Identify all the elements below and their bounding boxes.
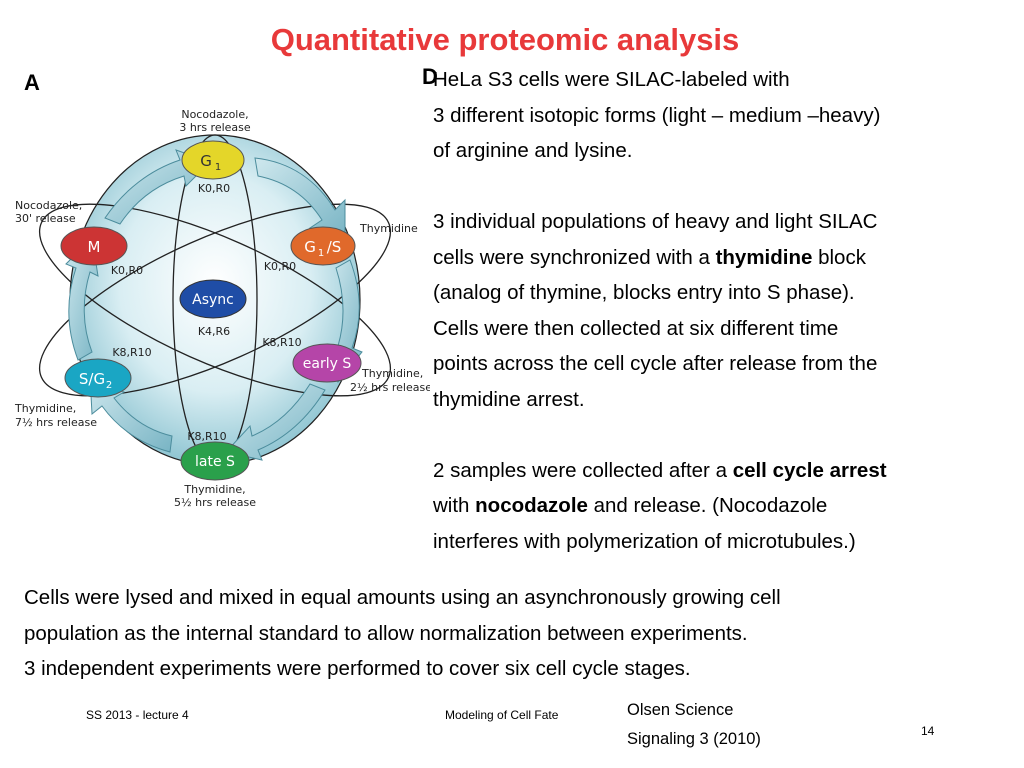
- desc-line: (analog of thymine, blocks entry into S …: [433, 281, 855, 304]
- desc-bold-arrest: cell cycle arrest: [732, 458, 887, 482]
- desc-line: Cells were then collected at six differe…: [433, 316, 839, 340]
- desc-line: 3 individual populations of heavy and li…: [433, 210, 878, 233]
- page-number: 14: [921, 724, 935, 738]
- label-earlys-k8r10: K8,R10: [262, 336, 301, 349]
- desc-text: with: [433, 494, 476, 517]
- node-late-s: [180, 441, 250, 481]
- summary-line: population as the internal standard to a…: [24, 621, 748, 645]
- desc-line: interferes with polymerization of microt…: [433, 529, 856, 553]
- annot-thym75-l2: 7½ hrs release: [15, 416, 97, 429]
- node-m: [60, 226, 128, 266]
- label-sg2-k8r10: K8,R10: [112, 346, 151, 359]
- label-async-k4r6: K4,R6: [198, 325, 230, 338]
- citation-line: Signaling 3 (2010): [627, 730, 761, 748]
- desc-text: 2 samples were collected after a: [433, 458, 733, 482]
- annot-thymidine: Thymidine: [359, 222, 418, 235]
- footer-topic: Modeling of Cell Fate: [445, 708, 559, 722]
- label-lates-k8r10: K8,R10: [187, 430, 226, 443]
- node-early-s-label: early S: [303, 356, 352, 372]
- desc-text: and release. (Nocodazole: [587, 494, 828, 517]
- node-g1-label: G: [200, 152, 212, 170]
- desc-text: cells were synchronized with a: [433, 245, 716, 269]
- desc-line: HeLa S3 cells were SILAC-labeled with: [433, 68, 790, 91]
- label-m-k0r0: K0,R0: [111, 264, 143, 277]
- cell-cycle-diagram: G 1 G 1 /S early S late S S/G 2 M Async …: [14, 108, 430, 509]
- node-async-label: Async: [192, 292, 234, 308]
- panel-label-a: A: [24, 70, 40, 95]
- node-late-s-label: late S: [195, 454, 235, 470]
- node-s-g2: [64, 358, 132, 398]
- node-early-s: [292, 343, 362, 383]
- cycle-orbit-1: [38, 203, 392, 397]
- panel-label-d: D: [422, 64, 438, 89]
- annot-noco30-l2: 30' release: [15, 212, 76, 225]
- citation: Olsen Science Signaling 3 (2010): [627, 696, 761, 754]
- node-g1s: [290, 226, 356, 266]
- slide-title: Quantitative proteomic analysis: [270, 22, 740, 57]
- label-g1-k0r0: K0,R0: [198, 182, 230, 195]
- desc-bold-nocodazole: nocodazole: [475, 494, 588, 517]
- node-g1s-suffix: /S: [327, 238, 342, 256]
- node-async: [179, 279, 247, 319]
- annot-thym75-l1: Thymidine,: [14, 402, 76, 415]
- annot-noco30-l1: Nocodazole,: [15, 199, 82, 212]
- node-g1: [181, 140, 245, 180]
- footer-course: SS 2013 - lecture 4: [86, 708, 189, 722]
- desc-line: 3 different isotopic forms (light – medi…: [433, 103, 881, 127]
- desc-line: cells were synchronized with a thymidine…: [433, 240, 1013, 276]
- desc-line: points across the cell cycle after relea…: [433, 352, 878, 375]
- node-g1-sub: 1: [215, 162, 221, 173]
- description-text: HeLa S3 cells were SILAC-labeled with 3 …: [433, 62, 1013, 559]
- desc-line: of arginine and lysine.: [433, 139, 633, 162]
- node-g1s-sub: 1: [318, 248, 324, 259]
- cycle-orbit-2: [38, 203, 392, 397]
- citation-line: Olsen Science: [627, 701, 734, 719]
- paragraph-gap: [433, 417, 1013, 453]
- annot-noco3-l2: 3 hrs release: [179, 121, 251, 134]
- summary-line: 3 independent experiments were performed…: [24, 657, 691, 680]
- summary-line: Cells were lysed and mixed in equal amou…: [24, 586, 781, 609]
- node-s-g2-label: S/G: [79, 370, 105, 388]
- annot-thym25-l2: 2½ hrs release: [350, 381, 430, 394]
- node-m-label: M: [88, 238, 101, 256]
- desc-line: thymidine arrest.: [433, 387, 585, 411]
- summary-text: Cells were lysed and mixed in equal amou…: [24, 580, 1014, 687]
- annot-noco3-l1: Nocodazole,: [181, 108, 248, 121]
- label-g1s-k0r0: K0,R0: [264, 260, 296, 273]
- annot-thym25-l1: Thymidine,: [361, 367, 423, 380]
- desc-line: with nocodazole and release. (Nocodazole: [433, 488, 1013, 524]
- annot-thym55-l2: 5½ hrs release: [174, 496, 256, 509]
- desc-bold-thymidine: thymidine: [715, 245, 813, 269]
- node-g1s-label: G: [304, 238, 316, 256]
- annot-thym55-l1: Thymidine,: [183, 483, 245, 496]
- node-s-g2-sub: 2: [106, 380, 112, 391]
- desc-line: 2 samples were collected after a cell cy…: [433, 453, 1013, 489]
- desc-text: block: [812, 245, 866, 269]
- paragraph-gap: [433, 169, 1013, 205]
